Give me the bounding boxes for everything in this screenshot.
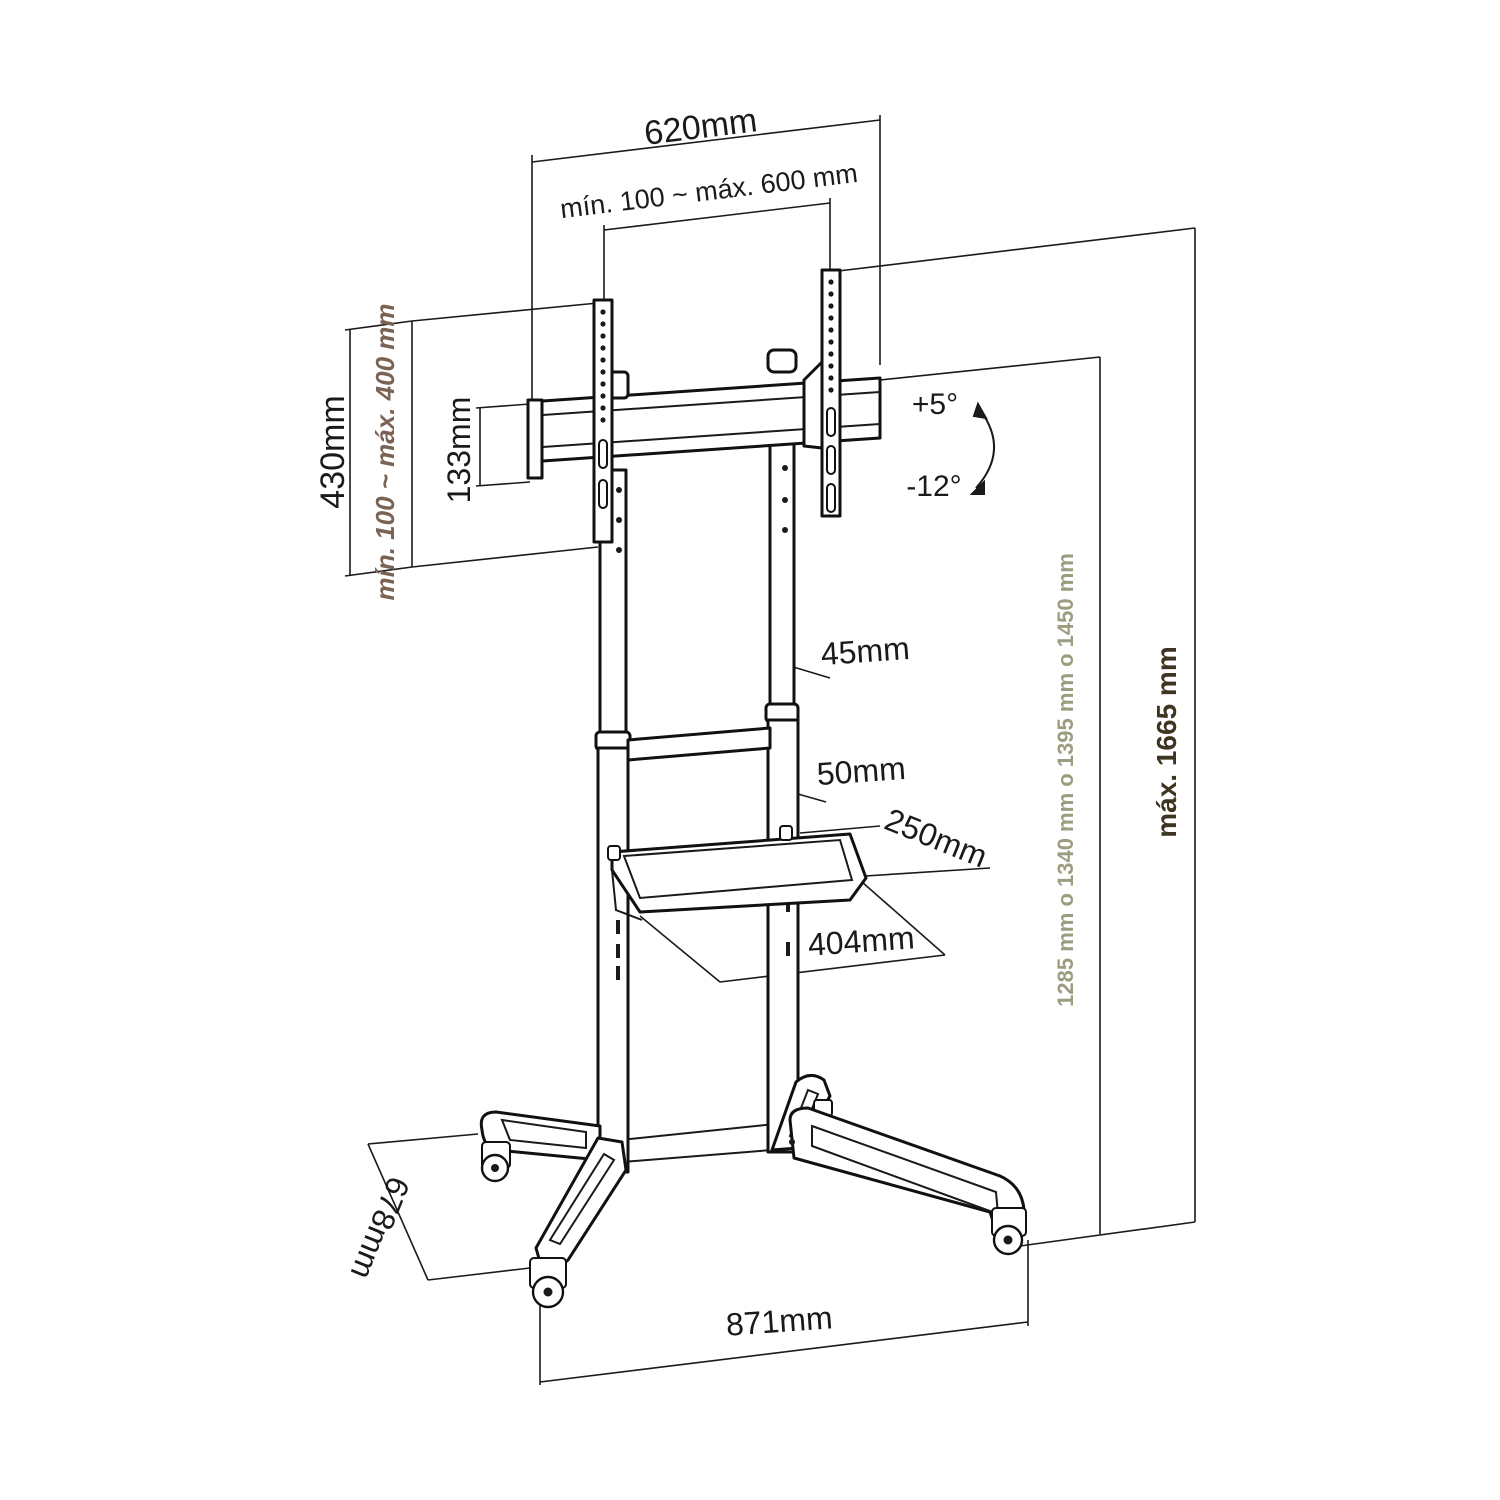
- base-width-label: 871mm: [725, 1299, 834, 1342]
- shelf-width-label: 404mm: [807, 919, 916, 962]
- arm-hole: [828, 339, 834, 345]
- arm-hole: [600, 345, 606, 351]
- vesa-height-label: mín. 100 ~ máx. 400 mm: [370, 303, 400, 600]
- arm-hole: [828, 351, 834, 357]
- arm-hole: [600, 321, 606, 327]
- tube-upper-label: 45mm: [820, 630, 911, 672]
- arm-hole: [600, 381, 606, 387]
- width-total-label: 620mm: [642, 101, 759, 153]
- vesa-width-label: mín. 100 ~ máx. 600 mm: [559, 158, 860, 224]
- tilt-down-label: -12°: [906, 470, 961, 503]
- arm-hole: [828, 387, 834, 393]
- arm-hole: [600, 405, 606, 411]
- arm-hole: [600, 357, 606, 363]
- arm-hole: [600, 393, 606, 399]
- arm-hole: [600, 309, 606, 315]
- height-max-label: máx. 1665 mm: [1151, 646, 1182, 837]
- tube-lower-label: 50mm: [816, 750, 907, 792]
- arm-hole: [828, 279, 834, 285]
- arm-hole: [828, 363, 834, 369]
- arm-hole: [828, 315, 834, 321]
- arm-hole: [600, 333, 606, 339]
- dimension-labels: 620mm mín. 100 ~ máx. 600 mm 430mm mín. …: [314, 101, 1182, 1342]
- dimension-lines: [344, 115, 1196, 1385]
- height-options-label: 1285 mm o 1340 mm o 1395 mm o 1450 mm: [1053, 553, 1078, 1007]
- bracket-height-label: 133mm: [441, 397, 477, 504]
- arm-hole: [828, 303, 834, 309]
- arm-hole: [600, 369, 606, 375]
- arm-hole: [600, 417, 606, 423]
- arm-hole: [828, 375, 834, 381]
- tilt-up-label: +5°: [912, 388, 958, 421]
- arm-hole: [828, 327, 834, 333]
- height-total-label: 430mm: [314, 395, 352, 508]
- shelf-depth-label: 250mm: [880, 801, 992, 874]
- arm-holes: [600, 279, 834, 423]
- arm-hole: [828, 291, 834, 297]
- stand-structure: [479, 268, 1027, 1309]
